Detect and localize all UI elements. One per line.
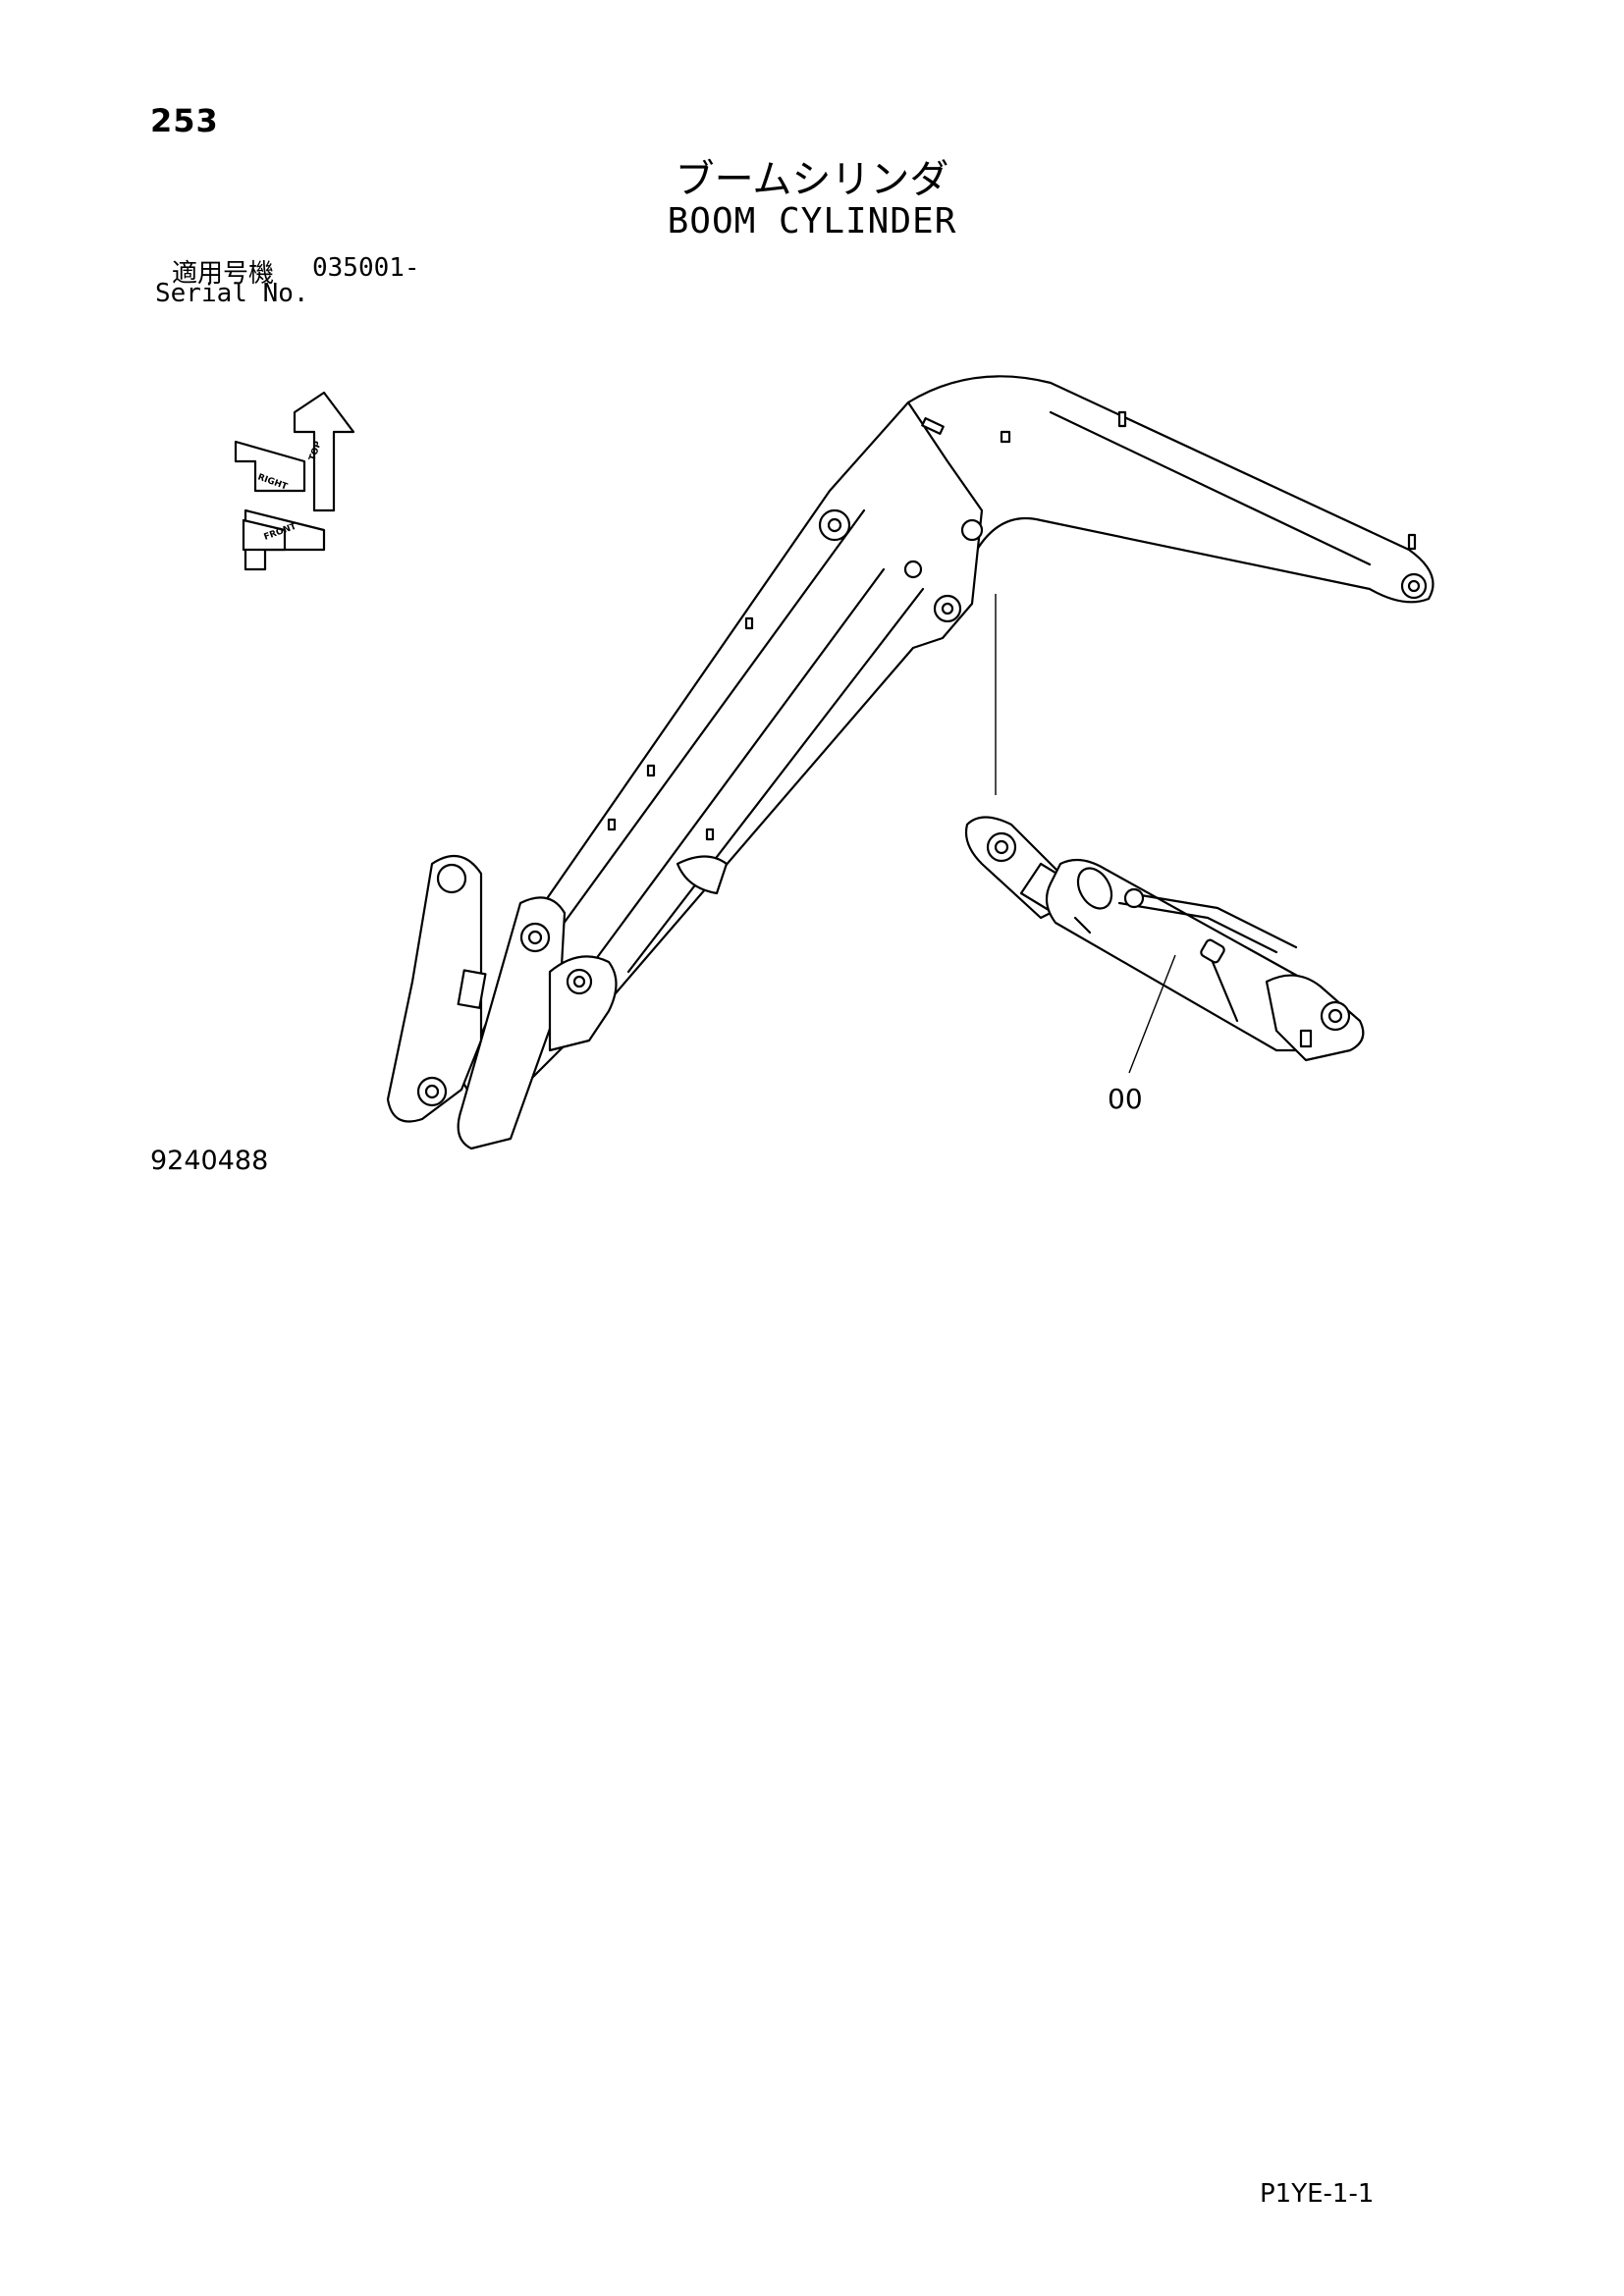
serial-value: 035001- xyxy=(312,253,420,283)
leader-line-callout xyxy=(1128,954,1176,1074)
boom-cylinder-illustration xyxy=(964,816,1365,1062)
page-number: 253 xyxy=(150,102,219,139)
serial-label-english: Serial No. xyxy=(155,279,309,308)
title-japanese: ブームシリンダ xyxy=(675,157,949,202)
figure-number: 9240488 xyxy=(150,1146,269,1176)
serial-label-japanese: 適用号機 xyxy=(172,259,275,289)
title-english: BOOM CYLINDER xyxy=(667,201,957,241)
page-code: P1YE-1-1 xyxy=(1260,2179,1375,2209)
callout-label: 00 xyxy=(1108,1083,1143,1115)
orientation-icon: TOP RIGHT FRONT xyxy=(234,391,355,571)
boom-illustration xyxy=(386,375,1435,1150)
